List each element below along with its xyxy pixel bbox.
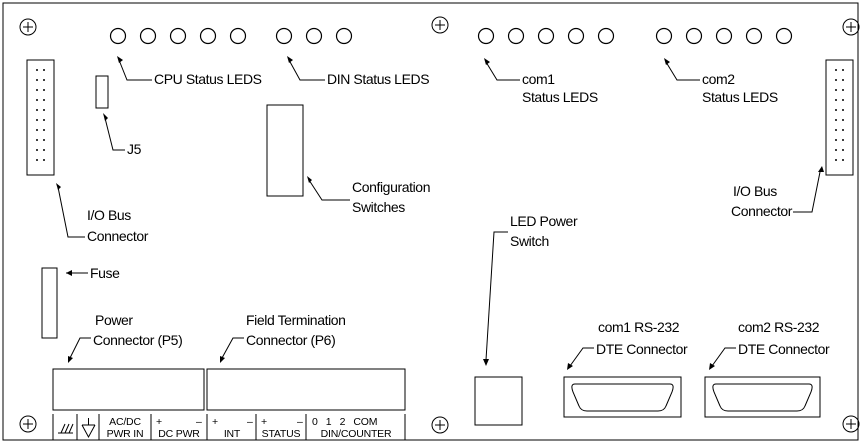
power-connector-label-line1: Power — [95, 312, 133, 328]
mounting-hole-bottom-middle-icon — [431, 416, 449, 434]
chassis-ground-icon — [58, 423, 74, 434]
com2-rs232-label-line2: DTE Connector — [738, 341, 830, 357]
j5-jumper — [95, 75, 109, 109]
com1-status-leds — [477, 27, 615, 45]
com1-db25-connector — [563, 376, 682, 418]
cpu-leds-leader — [118, 59, 152, 81]
int-minus-label: – — [247, 416, 253, 428]
io-bus-left-label-line2: Connector — [87, 228, 149, 244]
int-plus-label: + — [212, 416, 218, 428]
io-bus-left-leader — [57, 186, 85, 238]
dc-pwr-label: DC PWR — [158, 428, 200, 440]
com2-rs232-label-line1: com2 RS-232 — [738, 319, 820, 335]
status-minus-label: – — [297, 416, 303, 428]
cpu-status-leds-label: CPU Status LEDS — [154, 71, 262, 87]
configuration-label-line2: Switches — [352, 199, 405, 215]
com1-status-label-line1: com1 — [522, 71, 555, 87]
field-termination-leader — [221, 337, 244, 359]
fuse — [41, 267, 58, 339]
com1-status-label-line2: Status LEDS — [522, 89, 598, 105]
io-bus-left-pins — [36, 69, 45, 161]
power-connector-leader — [69, 337, 91, 359]
com1-rs232-label-line2: DTE Connector — [596, 341, 688, 357]
cpu-status-leds — [109, 27, 247, 45]
com2-status-label-line1: com2 — [702, 71, 735, 87]
din-status-leds-label: DIN Status LEDS — [327, 71, 429, 87]
din-status-leds — [275, 27, 353, 45]
configuration-switches — [266, 104, 304, 197]
mounting-hole-bottom-left-icon — [19, 415, 37, 433]
din-numbers-label: 0 1 2 COM — [312, 416, 377, 428]
led-power-switch — [474, 376, 523, 426]
io-bus-right-label-line2: Connector — [731, 203, 793, 219]
io-bus-right-label-line1: I/O Bus — [733, 183, 777, 199]
ac-dc-label-line1: AC/DC — [109, 416, 141, 428]
field-termination-label-line2: Connector (P6) — [246, 332, 335, 348]
fuse-label: Fuse — [90, 265, 120, 281]
ac-dc-label-line2: PWR IN — [107, 428, 144, 440]
status-label: STATUS — [262, 428, 301, 440]
io-bus-left-label-line1: I/O Bus — [87, 207, 131, 223]
io-bus-right-leader — [793, 171, 821, 213]
com1-rs232-leader — [569, 347, 594, 367]
dc-minus-label: – — [196, 416, 202, 428]
mounting-hole-bottom-right-icon — [842, 415, 860, 433]
com2-rs232-leader — [711, 347, 736, 367]
din-counter-label: DIN/COUNTER — [321, 428, 392, 440]
terminal-dividers — [52, 414, 406, 440]
power-connector-p5 — [52, 368, 205, 411]
led-power-label-line2: Switch — [510, 233, 549, 249]
int-label: INT — [224, 428, 241, 440]
led-power-label-line1: LED Power — [510, 213, 578, 229]
j5-label: J5 — [127, 141, 142, 157]
status-plus-label: + — [261, 416, 267, 428]
power-connector-label-line2: Connector (P5) — [93, 332, 182, 348]
mounting-hole-top-middle-icon — [431, 16, 449, 34]
com2-leds-leader — [665, 61, 700, 81]
mounting-hole-top-left-icon — [19, 18, 37, 36]
config-leader — [308, 179, 350, 201]
field-termination-connector-p6 — [206, 368, 406, 411]
com2-db25-connector — [704, 376, 821, 418]
j5-leader — [104, 117, 125, 151]
io-bus-connector-right — [825, 59, 854, 176]
io-bus-right-pins — [835, 69, 844, 161]
dc-plus-label: + — [156, 416, 162, 428]
mounting-hole-top-right-icon — [842, 18, 860, 36]
com2-status-label-line2: Status LEDS — [702, 89, 778, 105]
earth-ground-icon — [81, 418, 96, 439]
field-termination-label-line1: Field Termination — [246, 312, 346, 328]
configuration-label-line1: Configuration — [352, 179, 430, 195]
led-power-leader — [485, 231, 508, 361]
com1-rs232-label-line1: com1 RS-232 — [598, 319, 680, 335]
din-leds-leader — [288, 59, 325, 81]
com1-leds-leader — [485, 61, 520, 81]
com2-status-leds — [655, 27, 793, 45]
io-bus-connector-left — [26, 59, 55, 176]
